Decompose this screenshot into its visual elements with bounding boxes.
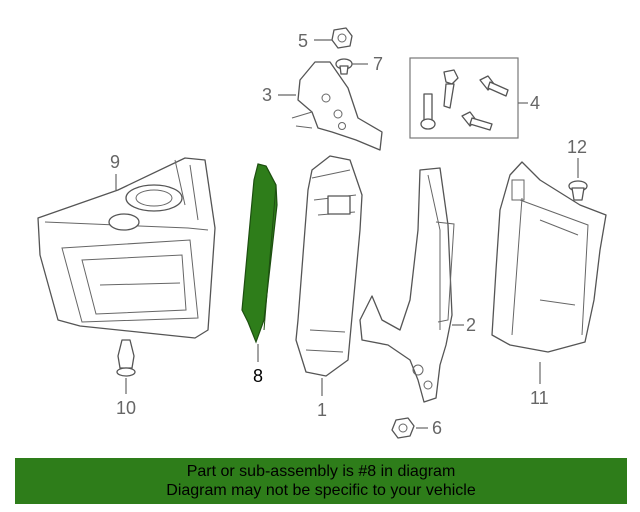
info-banner: Part or sub-assembly is #8 in diagram Di… — [15, 458, 627, 504]
part-11-side-panel[interactable] — [491, 161, 607, 353]
callout-3: 3 — [262, 85, 272, 105]
part-2-support[interactable] — [359, 167, 455, 403]
parts-diagram: 5 7 3 4 12 9 8 1 2 11 10 6 — [37, 27, 607, 439]
callout-6: 6 — [432, 418, 442, 438]
part-7-pin[interactable] — [335, 58, 353, 75]
part-9-air-duct[interactable] — [37, 157, 216, 339]
part-3-bracket[interactable] — [291, 61, 383, 151]
part-12-clip[interactable] — [568, 180, 588, 201]
part-1-cooler[interactable] — [295, 155, 363, 377]
part-8-seal[interactable] — [241, 163, 278, 344]
callout-10: 10 — [116, 398, 136, 418]
banner-line-1: Part or sub-assembly is #8 in diagram — [186, 463, 456, 480]
leader-lines — [115, 39, 579, 429]
callout-8: 8 — [253, 366, 263, 386]
part-5-nut[interactable] — [331, 27, 353, 49]
part-6-nut[interactable] — [391, 417, 415, 439]
callout-4: 4 — [530, 93, 540, 113]
banner-line-2: Diagram may not be specific to your vehi… — [166, 482, 476, 499]
callout-2: 2 — [466, 315, 476, 335]
callout-5: 5 — [298, 31, 308, 51]
part-10-rivet[interactable] — [116, 339, 136, 377]
callout-9: 9 — [110, 152, 120, 172]
part-4-bolts[interactable] — [409, 57, 519, 139]
callout-11: 11 — [530, 388, 549, 408]
callout-7: 7 — [373, 54, 383, 74]
callout-12: 12 — [567, 137, 587, 157]
callout-1: 1 — [317, 400, 327, 420]
